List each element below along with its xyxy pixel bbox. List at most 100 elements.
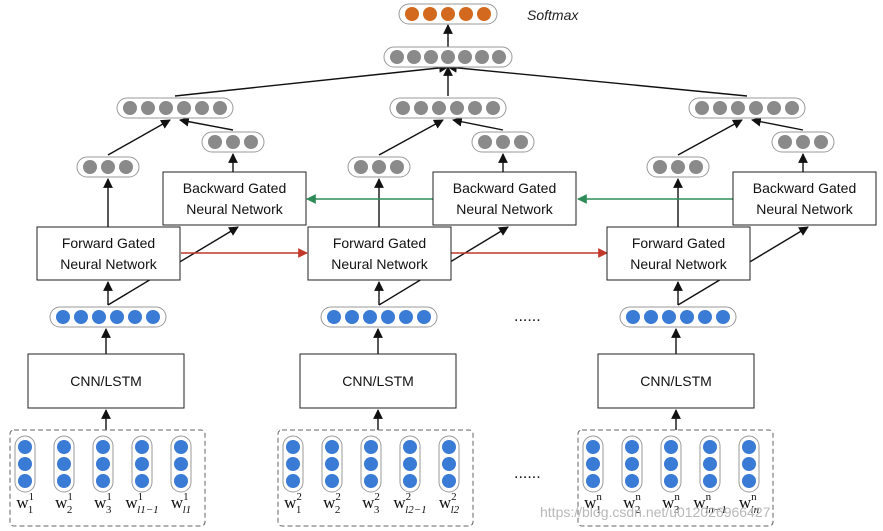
- merged-layer-node: [195, 101, 209, 115]
- forward-output-node: [372, 160, 386, 174]
- arrow-forward-to-merge: [107, 119, 171, 156]
- merged-layer-node: [695, 101, 709, 115]
- merged-layer-node: [749, 101, 763, 115]
- backward-gated-box-label: Backward Gated: [453, 180, 557, 196]
- forward-output-node: [354, 160, 368, 174]
- global-aggregate-layer-node: [407, 50, 421, 64]
- word-embedding-node: [18, 457, 32, 471]
- forward-output-node: [83, 160, 97, 174]
- cnn-lstm-box-label: CNN/LSTM: [70, 373, 142, 389]
- word-embedding-node: [403, 474, 417, 488]
- backward-gated-box-label: Neural Network: [186, 201, 283, 217]
- ellipsis-bottom: ......: [514, 465, 541, 482]
- backward-output-node: [244, 135, 258, 149]
- sentence-group: [577, 429, 774, 527]
- word-embedding-node: [364, 440, 378, 454]
- sentence-vector-node: [74, 310, 88, 324]
- sentence-vector-node: [680, 310, 694, 324]
- merged-layer-node: [767, 101, 781, 115]
- backward-gated-box: [732, 171, 877, 226]
- word-embedding-node: [174, 457, 188, 471]
- global-aggregate-layer-node: [424, 50, 438, 64]
- word-embedding-node: [703, 474, 717, 488]
- merged-layer-node: [396, 101, 410, 115]
- sentence-vector-node: [146, 310, 160, 324]
- word-embedding-node: [18, 440, 32, 454]
- merged-layer-node: [468, 101, 482, 115]
- word-embedding-node: [664, 457, 678, 471]
- backward-output-node: [226, 135, 240, 149]
- word-embedding-node: [586, 474, 600, 488]
- sentence-vector-node: [399, 310, 413, 324]
- global-aggregate-layer-node: [441, 50, 455, 64]
- forward-gated-box: [307, 226, 452, 281]
- forward-output-node: [101, 160, 115, 174]
- softmax-layer-node: [459, 7, 473, 21]
- merged-layer-node: [486, 101, 500, 115]
- forward-output-node: [671, 160, 685, 174]
- word-embedding-node: [57, 474, 71, 488]
- word-embedding-node: [364, 474, 378, 488]
- merged-layer-node: [432, 101, 446, 115]
- merged-layer-node: [414, 101, 428, 115]
- merged-layer-node: [213, 101, 227, 115]
- forward-output-node: [119, 160, 133, 174]
- word-embedding-node: [703, 457, 717, 471]
- word-embedding-node: [403, 440, 417, 454]
- word-embedding-node: [174, 440, 188, 454]
- sentence-vector-node: [56, 310, 70, 324]
- backward-output-node: [496, 135, 510, 149]
- sentence-group: [277, 429, 474, 527]
- sentence-vector-node: [662, 310, 676, 324]
- arrow-merge-to-global: [447, 62, 748, 97]
- word-embedding-node: [625, 474, 639, 488]
- word-embedding-node: [174, 474, 188, 488]
- word-embedding-node: [364, 457, 378, 471]
- word-embedding-node: [442, 457, 456, 471]
- word-embedding-node: [625, 440, 639, 454]
- word-embedding-node: [442, 440, 456, 454]
- sentence-vector-node: [644, 310, 658, 324]
- word-embedding-node: [586, 440, 600, 454]
- word-embedding-node: [135, 457, 149, 471]
- word-embedding-node: [57, 457, 71, 471]
- word-embedding-node: [57, 440, 71, 454]
- word-embedding-node: [286, 474, 300, 488]
- word-embedding-node: [286, 440, 300, 454]
- cnn-lstm-box-label: CNN/LSTM: [342, 373, 414, 389]
- arrow-backward-to-merge: [751, 116, 804, 131]
- global-aggregate-layer-node: [492, 50, 506, 64]
- word-embedding-node: [742, 457, 756, 471]
- softmax-label: Softmax: [527, 7, 579, 23]
- global-aggregate-layer-node: [390, 50, 404, 64]
- sentence-vector-node: [626, 310, 640, 324]
- sentence-vector-node: [345, 310, 359, 324]
- backward-output-node: [208, 135, 222, 149]
- backward-output-node: [796, 135, 810, 149]
- sentence-vector-node: [327, 310, 341, 324]
- word-embedding-node: [586, 457, 600, 471]
- word-embedding-node: [325, 474, 339, 488]
- backward-gated-box: [162, 171, 307, 226]
- forward-gated-box: [36, 226, 181, 281]
- cnn-lstm-box: [299, 353, 457, 409]
- word-embedding-node: [442, 474, 456, 488]
- backward-gated-box-label: Backward Gated: [753, 180, 857, 196]
- word-embedding-node: [664, 440, 678, 454]
- sentence-vector-node: [716, 310, 730, 324]
- merged-layer-node: [731, 101, 745, 115]
- sentence-vector-node: [381, 310, 395, 324]
- merged-layer-node: [141, 101, 155, 115]
- ellipsis-middle: ......: [514, 308, 541, 325]
